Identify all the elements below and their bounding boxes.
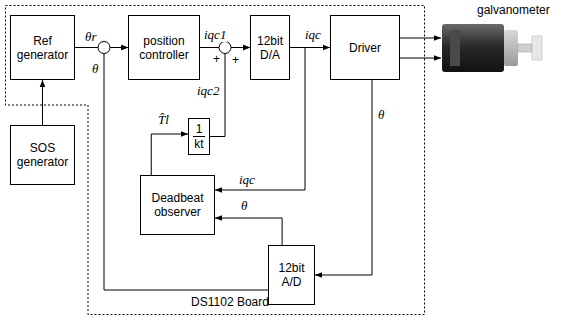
signal-line	[151, 134, 188, 175]
board-outline-path	[6, 6, 425, 315]
galvanometer-band	[450, 30, 460, 66]
process-box: 1kt	[188, 118, 210, 155]
process-box: position controller	[128, 15, 200, 80]
process-box: Deadbeat observer	[140, 175, 215, 235]
signal-name: θr	[84, 30, 97, 44]
lead-wire	[400, 38, 441, 39]
galvanometer-cap	[504, 30, 518, 66]
box-label: position controller	[132, 34, 196, 62]
signal-name: iqc1	[203, 28, 227, 42]
process-box: 12bit D/A	[250, 15, 290, 80]
box-label: SOS generator	[14, 141, 71, 169]
box-label: Driver	[349, 41, 381, 55]
sign-mark: +	[212, 52, 221, 66]
signal-line	[42, 80, 43, 125]
box-label: Deadbeat observer	[144, 191, 211, 219]
signal-name: θ	[240, 199, 248, 213]
signal-name: iqc2	[196, 84, 220, 98]
signal-name: θ	[91, 62, 99, 76]
galvanometer-illustration	[442, 24, 542, 72]
process-box: 12bit A/D	[268, 245, 315, 305]
part-name: galvanometer	[476, 3, 551, 17]
summing-junction	[98, 42, 110, 54]
box-label: 12bit A/D	[272, 261, 311, 289]
signal-name: iqc	[238, 173, 256, 187]
lead-wire	[400, 58, 441, 59]
galvanometer-mirror	[532, 36, 542, 60]
signal-line	[315, 80, 372, 275]
board-name: DS1102 Board	[191, 295, 269, 309]
process-box: Driver	[330, 15, 400, 80]
galvanometer-shaft	[518, 44, 532, 52]
box-label: 12bit D/A	[254, 34, 286, 62]
galvanometer-body	[442, 24, 504, 72]
process-box: SOS generator	[10, 125, 75, 185]
signal-line	[104, 48, 268, 291]
box-label: 1	[193, 122, 206, 137]
signal-name: T̂l	[157, 113, 170, 127]
signal-line	[215, 218, 282, 245]
driver-leads	[400, 38, 441, 58]
signal-name: θ	[377, 108, 385, 122]
box-label: kt	[194, 137, 203, 151]
sign-mark: +	[231, 53, 240, 67]
box-label: Ref generator	[14, 34, 71, 62]
signal-name: iqc	[304, 28, 322, 42]
process-box: Ref generator	[10, 15, 75, 80]
